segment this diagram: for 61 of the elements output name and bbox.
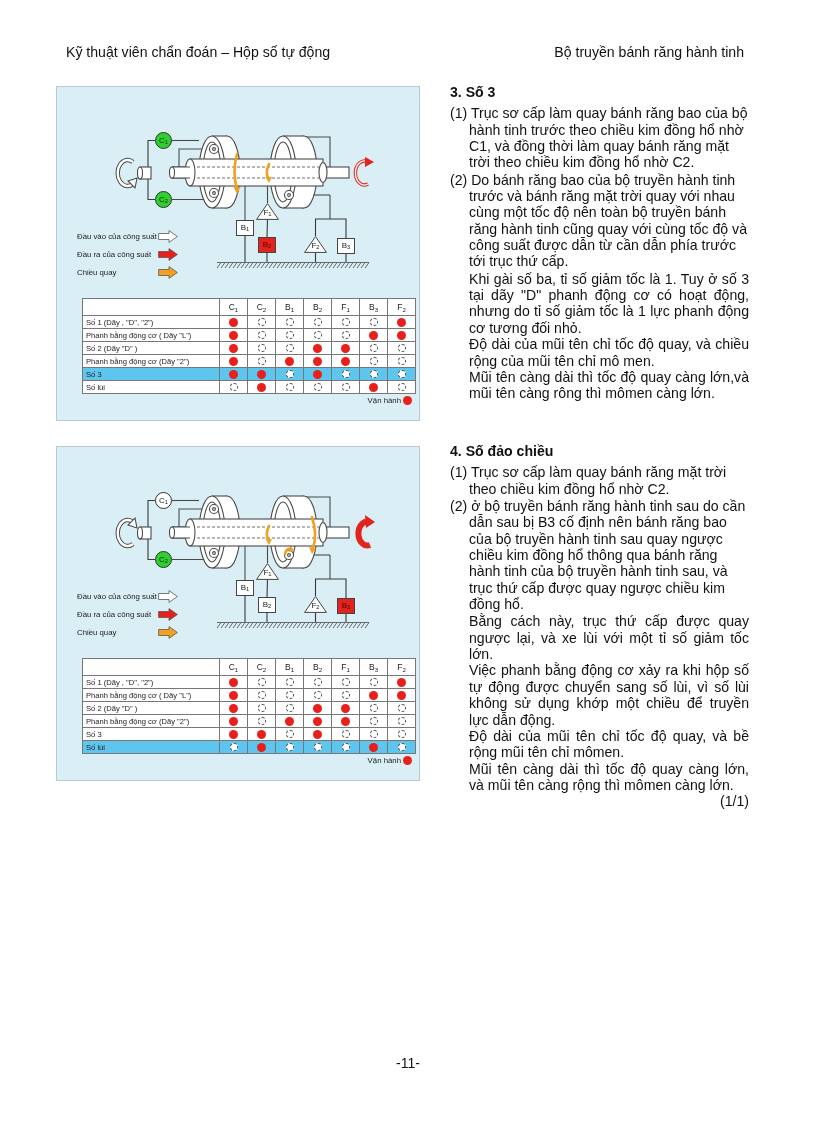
component-header: B$_{2}$ xyxy=(303,658,332,676)
body-paragraph: Mũi tên càng dài thì tốc độ quay càng lớn,và mũi tên càng rông thì mômen càng lớn. xyxy=(468,368,749,402)
brake-symbol: B$_{2}$ xyxy=(258,237,276,253)
component-header: F$_{1}$ xyxy=(331,658,360,676)
one-way-clutch-symbol: F$_{1}$ xyxy=(256,203,279,220)
numbered-paragraph: (2) ở bộ truyền bánh răng hành tinh sau do cần dẫn sau bị B3 cố định nên bánh răng bao của bộ truyền hành tinh sau quay ngược chiều kim đồng hổ thông qua bánh răng hành tinh của bộ truyền hành tinh sau, và trục thứ cấp được quay ngược chiều kim đồng hổ. xyxy=(450,498,747,613)
component-header: F$_{2}$ xyxy=(387,298,416,316)
clutch-symbol: C$_{1}$ xyxy=(155,492,172,509)
section-heading: 4. Số đảo chiều xyxy=(450,443,555,460)
brake-symbol: B$_{1}$ xyxy=(236,580,254,596)
connecting-line xyxy=(345,613,347,623)
body-paragraph: Việc phanh bằng động cơ xảy ra khi hộp số tự động được chuyển sang số lùi, vì số lùi không sử dụng khớp một chiều để truyền lực dẫn động. xyxy=(468,662,749,728)
numbered-paragraph: (1) Trục sơ cấp làm quay bánh răng bao của bộ hành tinh trước theo chiều kim đồng hổ nhờ C1, và đồng thời làm quay bánh răng mặt trời theo chiều kim đồng hổ nhờ C2. xyxy=(450,105,749,171)
component-header: C$_{1}$ xyxy=(219,298,248,316)
component-header: C$_{1}$ xyxy=(219,658,248,676)
ground-symbol xyxy=(217,622,369,628)
component-header: B$_{1}$ xyxy=(275,298,304,316)
clutch-symbol: C$_{2}$ xyxy=(155,551,172,568)
body-paragraph: Độ dài của mũi tên chỉ tốc độ quay, và bề rộng mũi tên chỉ mômen. xyxy=(468,727,749,761)
one-way-clutch-symbol: F$_{2}$ xyxy=(304,596,327,613)
connecting-line xyxy=(314,252,317,263)
connecting-line xyxy=(244,235,246,263)
numbered-paragraph: (2) Do bánh răng bao của bộ truyền hành tinh trước và bánh răng mặt trời quay với nhau cùng một tốc độ nên toàn bộ truyền bánh răng hành tinh cũng quay với cùng tốc độ và công suất được dẫn từ cần dẫn phía trước tới trục thứ cấp. xyxy=(450,171,748,270)
component-header: B$_{1}$ xyxy=(275,658,304,676)
connecting-line xyxy=(266,219,269,238)
body-paragraph: Mũi tên càng dài thì tốc độ quay càng lớn, và mũi tên càng rộng thì mômen càng lớn. xyxy=(468,760,749,794)
connecting-line xyxy=(266,252,268,263)
brake-symbol: B$_{1}$ xyxy=(236,220,254,236)
brake-symbol: B$_{2}$ xyxy=(258,597,276,613)
connecting-line xyxy=(314,218,347,239)
component-header: F$_{2}$ xyxy=(387,658,416,676)
component-header: B$_{3}$ xyxy=(359,298,388,316)
connecting-line xyxy=(314,578,347,599)
one-way-clutch-symbol: F$_{1}$ xyxy=(256,563,279,580)
brake-symbol: B$_{3}$ xyxy=(337,238,355,254)
connecting-line xyxy=(147,139,156,201)
numbered-paragraph: (1) Trục sơ cấp làm quay bánh răng mặt trời theo chiều kim đồng hổ nhờ C2. xyxy=(450,464,728,498)
connecting-line xyxy=(266,579,269,598)
running-header: Kỹ thuật viên chẩn đoán – Hộp số tự động xyxy=(66,44,331,61)
connecting-line xyxy=(345,253,347,263)
body-paragraph: Độ dài của mũi tên chỉ tốc độ quay, và chiều rộng của mũi tên chỉ mô men. xyxy=(468,336,749,369)
component-header: C$_{2}$ xyxy=(247,298,276,316)
component-header: C$_{2}$ xyxy=(247,658,276,676)
one-way-clutch-symbol: F$_{2}$ xyxy=(304,236,327,253)
component-header: B$_{2}$ xyxy=(303,298,332,316)
page-number: -11- xyxy=(396,1055,420,1072)
connecting-line xyxy=(147,499,156,561)
component-header: F$_{1}$ xyxy=(331,298,360,316)
clutch-symbol: C$_{2}$ xyxy=(155,191,172,208)
ground-symbol xyxy=(217,262,369,268)
brake-symbol: B$_{3}$ xyxy=(337,598,355,614)
component-header: B$_{3}$ xyxy=(359,658,388,676)
section-heading: 3. Số 3 xyxy=(450,84,497,101)
running-header: Bộ truyền bánh răng hành tinh xyxy=(554,44,744,61)
connecting-line xyxy=(314,612,317,623)
clutch-symbol: C$_{1}$ xyxy=(155,132,172,149)
body-paragraph: Bằng cách này, trục thứ cấp được quay ngược lại, và xe lùi với một tỉ số giảm tốc lớn. xyxy=(468,613,749,663)
connecting-line xyxy=(266,612,268,623)
page-count: (1/1) xyxy=(719,793,749,810)
connecting-line xyxy=(244,595,246,623)
body-paragraph: Khi gài số ba, tỉ số giảm tốc là 1. Tuy ở số 3 tại dãy "D" phanh động cơ có hoạt động, nhưng do tỉ số giảm tốc là 1 lực phanh động cơ tương đối nhỏ. xyxy=(468,270,749,337)
